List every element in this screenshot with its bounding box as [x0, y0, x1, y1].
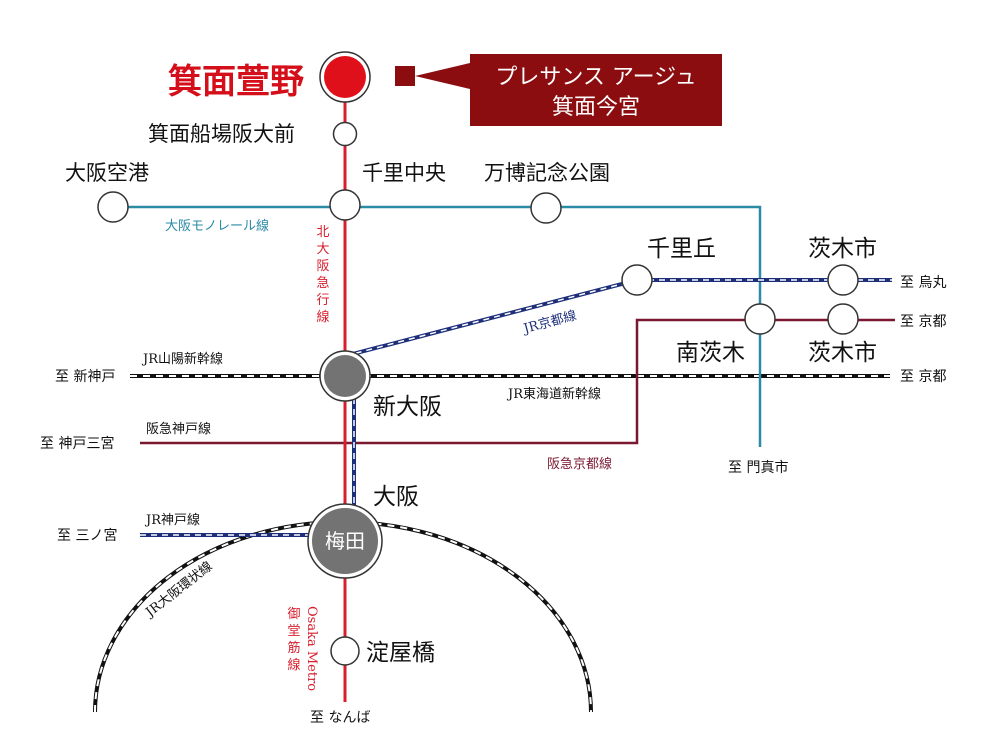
station-dot-ibaraki-jr	[827, 264, 859, 296]
station-dot-senrioka	[621, 264, 653, 296]
station-label-osaka-airport: 大阪空港	[65, 161, 149, 185]
svg-text:大: 大	[316, 242, 329, 257]
svg-text:御: 御	[287, 607, 300, 622]
direction-kyoto-hankyu: 至 京都	[900, 314, 946, 330]
station-dot-expo-park	[530, 192, 562, 224]
line-label-metro-en: Osaka Metro	[304, 606, 319, 691]
station-label-ibaraki-hankyu: 茨木市	[808, 340, 877, 366]
direction-namba: 至 なんば	[310, 710, 370, 726]
station-label-osaka: 大阪	[373, 484, 419, 510]
direction-kyoto-shinkansen: 至 京都	[900, 369, 946, 385]
station-dot-osaka-airport	[97, 191, 129, 223]
station-dot-minoh-kayano	[319, 51, 371, 103]
station-label-minoh-kayano: 箕面萱野	[168, 62, 304, 102]
station-label-umeda: 梅田	[325, 529, 365, 553]
line-label-midosuji: 御 堂 筋 線	[287, 607, 300, 673]
line-label-jr-kobe: JR神戸線	[144, 512, 200, 528]
property-name-line2: 箕面今宮	[552, 95, 640, 120]
station-dot-yodoyabashi	[330, 636, 360, 666]
station-label-minoh-semba: 箕面船場阪大前	[148, 122, 295, 146]
station-dot-senri-chuo	[329, 189, 361, 221]
svg-text:北: 北	[316, 225, 329, 240]
direction-kadoma: 至 門真市	[728, 459, 788, 476]
direction-kobe-sannomiya: 至 神戸三宮	[40, 436, 114, 452]
svg-text:筋: 筋	[287, 640, 300, 656]
station-dot-ibaraki-hankyu	[827, 303, 859, 335]
svg-text:阪: 阪	[316, 259, 329, 274]
svg-text:行: 行	[316, 293, 329, 308]
property-marker-square	[395, 66, 415, 86]
station-label-senri-chuo: 千里中央	[362, 161, 446, 185]
svg-text:線: 線	[316, 309, 329, 325]
direction-sannomiya: 至 三ノ宮	[57, 528, 117, 544]
property-callout-box	[470, 54, 722, 126]
loop-line-dash	[94, 521, 592, 713]
direction-karasuma: 至 烏丸	[900, 274, 946, 291]
station-dot-minami-ibaraki	[744, 303, 776, 335]
station-label-minami-ibaraki: 南茨木	[676, 340, 745, 366]
station-dot-minoh-semba	[332, 121, 358, 147]
hankyu-line	[140, 318, 895, 445]
line-label-monorail: 大阪モノレール線	[165, 218, 269, 234]
station-label-shin-osaka: 新大阪	[373, 394, 442, 420]
line-label-tokaido-shinkansen: JR東海道新幹線	[506, 386, 601, 402]
svg-text:急: 急	[316, 276, 329, 291]
station-label-yodoyabashi: 淀屋橋	[366, 640, 435, 666]
line-label-kitakyu: 北 大 阪 急 行 線	[316, 225, 329, 325]
property-name-line1: プレサンス アージュ	[495, 65, 696, 90]
svg-text:堂: 堂	[287, 624, 300, 639]
line-label-hankyu-kyoto: 阪急京都線	[547, 456, 612, 472]
line-label-jr-kyoto: JR京都線	[520, 307, 578, 337]
station-dot-umeda	[307, 503, 383, 579]
station-label-expo-park: 万博記念公園	[484, 161, 610, 185]
station-label-senrioka: 千里丘	[647, 236, 716, 262]
callout-pointer	[415, 63, 470, 89]
station-label-ibaraki-jr: 茨木市	[808, 236, 877, 262]
station-dot-shin-osaka	[319, 350, 371, 402]
svg-text:線: 線	[287, 657, 300, 673]
line-label-hankyu-kobe: 阪急神戸線	[146, 421, 211, 437]
line-label-sanyo-shinkansen: JR山陽新幹線	[141, 351, 223, 367]
direction-shin-kobe: 至 新神戸	[55, 369, 115, 385]
monorail-line	[114, 205, 762, 447]
